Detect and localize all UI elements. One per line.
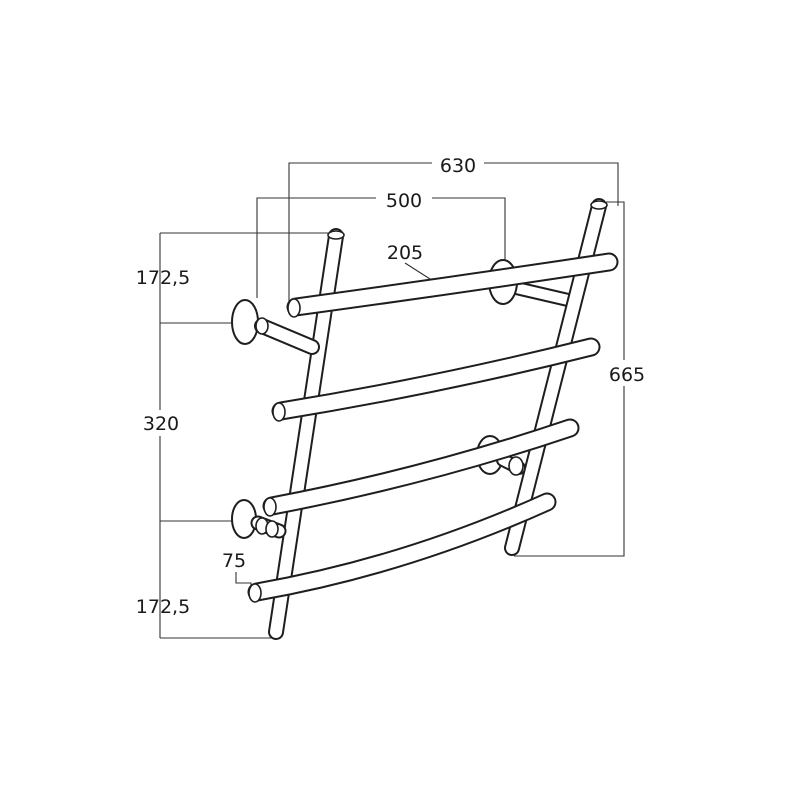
bracket-lower-left <box>231 499 287 539</box>
label-mount-height: 320 <box>143 413 179 435</box>
bar-1 <box>286 252 619 318</box>
label-overall-height: 665 <box>609 364 645 386</box>
dimension-labels: 630 500 205 665 172,5 320 172,5 75 <box>135 152 652 618</box>
rail-right <box>504 198 608 556</box>
horizontal-bars <box>247 252 619 603</box>
label-bottom-offset: 172,5 <box>136 596 190 618</box>
label-wall-depth: 75 <box>222 550 246 572</box>
label-overall-width: 630 <box>440 155 476 177</box>
bracket-upper-left <box>231 299 320 355</box>
bar-4 <box>247 492 557 603</box>
wall-brackets-front <box>231 299 320 539</box>
label-bar-length: 205 <box>387 242 423 264</box>
bar-2 <box>271 337 601 422</box>
label-mount-spacing: 500 <box>386 190 422 212</box>
label-top-offset: 172,5 <box>136 267 190 289</box>
bar-3 <box>262 418 580 517</box>
